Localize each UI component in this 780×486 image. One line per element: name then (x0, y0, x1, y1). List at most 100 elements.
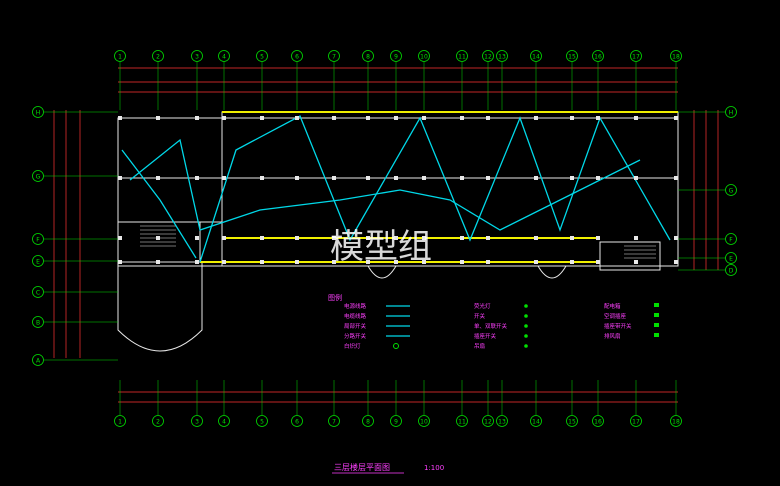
legend-item: 插座开关 (474, 332, 528, 340)
axis-top-16: 16 (592, 50, 604, 62)
axis-bottom-label: 4 (222, 418, 226, 425)
legend-dot-symbol (524, 334, 528, 338)
bottom-dimension-lines (118, 391, 678, 403)
axis-bottom-label: 6 (295, 418, 299, 425)
axis-bottom-10: 10 (418, 415, 430, 427)
axis-top-9: 9 (390, 50, 402, 62)
axis-bottom-15: 15 (566, 415, 578, 427)
legend-item: 开关 (474, 312, 528, 320)
axis-left-label: C (36, 289, 40, 296)
column-marker (570, 176, 574, 180)
left-dimension-lines (53, 110, 81, 358)
legend-item-label: 插座带开关 (604, 322, 632, 330)
column-markers (118, 116, 678, 264)
axis-right-H: H (725, 106, 737, 118)
axis-bottom-4: 4 (218, 415, 230, 427)
axis-bottom-5: 5 (256, 415, 268, 427)
column-marker (634, 260, 638, 264)
legend-box-symbol (654, 313, 659, 317)
column-marker (394, 260, 398, 264)
column-marker (634, 116, 638, 120)
axis-bottom-18: 18 (670, 415, 682, 427)
legend-item-label: 荧光灯 (474, 302, 491, 310)
legend-box-symbol (654, 333, 659, 337)
column-marker (486, 260, 490, 264)
axis-top-12: 12 (482, 50, 494, 62)
column-marker (366, 176, 370, 180)
axis-bottom-2: 2 (152, 415, 164, 427)
column-marker (570, 236, 574, 240)
axis-bottom-label: 13 (498, 418, 506, 425)
axis-bottom-label: 17 (632, 418, 640, 425)
axis-bottom-17: 17 (630, 415, 642, 427)
column-marker (674, 176, 678, 180)
legend-item-label: 单、双联开关 (474, 322, 508, 330)
column-marker (195, 116, 199, 120)
column-marker (156, 260, 160, 264)
axis-top-label: 7 (332, 53, 336, 60)
beam-lines (200, 111, 678, 263)
axis-top-label: 8 (366, 53, 370, 60)
axis-right-label: F (729, 236, 733, 243)
axis-top-label: 5 (260, 53, 264, 60)
axis-top-8: 8 (362, 50, 374, 62)
column-marker (332, 116, 336, 120)
axis-top-label: 9 (394, 53, 398, 60)
axis-left-E: E (32, 255, 44, 267)
axis-top-label: 4 (222, 53, 226, 60)
column-marker (260, 176, 264, 180)
axis-left-H: H (32, 106, 44, 118)
axis-top-13: 13 (496, 50, 508, 62)
axis-bottom-label: 1 (118, 418, 122, 425)
axis-top-label: 12 (484, 53, 492, 60)
legend-title: 图例 (328, 293, 342, 302)
legend-dot-symbol (524, 324, 528, 328)
axis-bottom-label: 12 (484, 418, 492, 425)
watermark: 模型组 (330, 227, 432, 267)
axis-bottom-label: 2 (156, 418, 160, 425)
axis-bottom-label: 5 (260, 418, 264, 425)
axis-top-label: 1 (118, 53, 122, 60)
legend-circle-symbol (393, 343, 399, 349)
legend-item-label: 插座开关 (474, 332, 497, 340)
column-marker (422, 116, 426, 120)
axis-bottom-label: 10 (420, 418, 428, 425)
axis-top-4: 4 (218, 50, 230, 62)
axis-top-7: 7 (328, 50, 340, 62)
column-marker (534, 116, 538, 120)
legend-item: 排风扇 (604, 332, 659, 340)
legend-item-label: 电缆线路 (344, 312, 367, 320)
axis-right-label: G (729, 187, 734, 194)
axis-bottom-label: 8 (366, 418, 370, 425)
column-marker (486, 176, 490, 180)
axis-top-1: 1 (114, 50, 126, 62)
column-marker (295, 116, 299, 120)
legend-item-label: 排风扇 (604, 332, 621, 340)
column-marker (195, 260, 199, 264)
axis-bottom-11: 11 (456, 415, 468, 427)
legend-item: 配电箱 (604, 302, 659, 310)
column-marker (260, 260, 264, 264)
column-marker (394, 176, 398, 180)
column-marker (156, 176, 160, 180)
axis-right-F: F (725, 233, 737, 245)
axis-top-label: 10 (420, 53, 428, 60)
column-marker (332, 236, 336, 240)
axis-top-label: 17 (632, 53, 640, 60)
legend-item-label: 分路开关 (344, 332, 367, 340)
column-marker (674, 260, 678, 264)
axis-bottom-label: 16 (594, 418, 602, 425)
legend-item: 电源线路 (344, 302, 410, 310)
column-marker (460, 116, 464, 120)
axis-left-A: A (32, 354, 44, 366)
axis-left-B: B (32, 316, 44, 328)
column-marker (422, 260, 426, 264)
axis-bottom-3: 3 (191, 415, 203, 427)
axis-top-15: 15 (566, 50, 578, 62)
axis-bottom-label: 15 (568, 418, 576, 425)
axis-top-6: 6 (291, 50, 303, 62)
column-marker (674, 116, 678, 120)
legend-item: 分路开关 (344, 332, 410, 340)
